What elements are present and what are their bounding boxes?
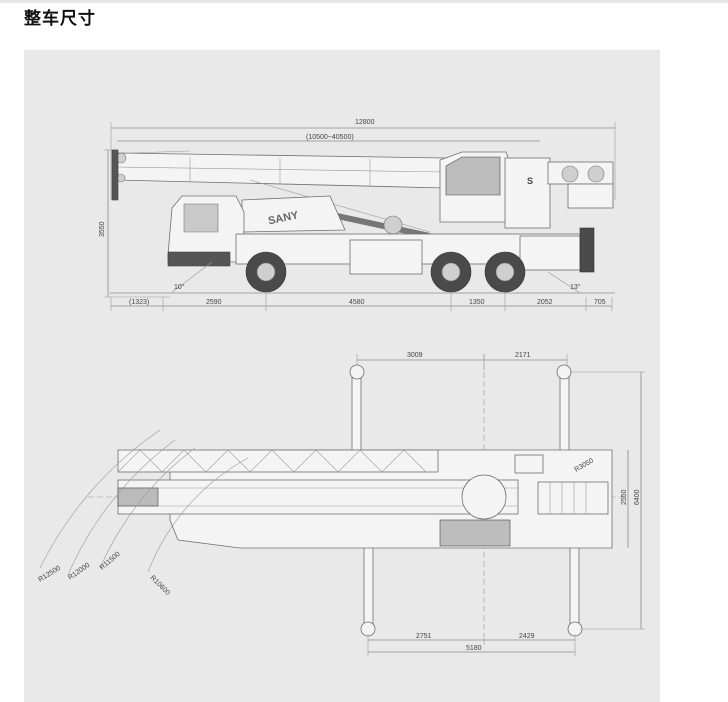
fuel-tank xyxy=(349,239,423,275)
page-title: 整车尺寸 xyxy=(24,9,96,28)
radius-arc-2 xyxy=(67,439,176,576)
outrigger-bottom-right-label: 2429 xyxy=(519,633,535,640)
outrigger-top-left-label: 3009 xyxy=(407,352,423,359)
outrigger-front-left xyxy=(349,364,365,453)
outrigger-bottom-left-label: 2751 xyxy=(416,633,432,640)
overall-length-label: 12800 xyxy=(355,119,375,126)
radius-arc-1 xyxy=(39,429,161,569)
radius-r10600-label: R10600 xyxy=(149,574,171,596)
bottom-dim-4: 1350 xyxy=(469,299,485,306)
outrigger-span-label: 5180 xyxy=(466,645,482,652)
height-label: 3550 xyxy=(99,221,106,237)
radius-r11500-label: R11500 xyxy=(99,551,122,572)
rear-angle-label: 13° xyxy=(570,283,581,291)
bottom-dim-5: 2052 xyxy=(537,299,553,306)
outrigger-top-right-label: 2171 xyxy=(515,352,531,359)
bottom-dim-6: 705 xyxy=(594,299,606,306)
cab-top xyxy=(537,481,609,515)
boom-top xyxy=(117,479,519,515)
top-view: 3009 2171 xyxy=(37,352,645,656)
rear-outrigger-box xyxy=(519,235,581,271)
spare-tire xyxy=(579,227,595,273)
wheel-rear-1 xyxy=(430,251,472,293)
boom xyxy=(117,152,446,189)
radius-r12000-label: R12000 xyxy=(67,562,91,582)
radius-arc-4 xyxy=(147,457,249,573)
width-inner-label: 2550 xyxy=(621,489,628,505)
bottom-dim-3: 4580 xyxy=(349,299,365,306)
outrigger-rear-right xyxy=(567,544,583,637)
bottom-dim-1: (1323) xyxy=(129,299,149,306)
width-outer-label: 6400 xyxy=(634,489,641,505)
wheel-rear-2 xyxy=(484,251,526,293)
hook-block xyxy=(111,149,119,201)
boom-range-label: (10500~40500) xyxy=(306,134,354,141)
side-view: 12800 (10500~40500) 3550 S xyxy=(99,119,616,311)
bottom-dim-2: 2590 xyxy=(206,299,222,306)
turntable-housing xyxy=(504,157,551,229)
outrigger-front-right xyxy=(360,544,376,637)
fuel-tank-top xyxy=(439,519,511,547)
top-divider xyxy=(0,0,728,3)
radius-r12500-label: R12500 xyxy=(37,565,62,584)
luffing-cylinder-pivot xyxy=(383,215,403,235)
wheel-front xyxy=(245,251,287,293)
front-bumper xyxy=(167,251,231,267)
svg-text:S: S xyxy=(527,176,533,186)
radius-arc-3 xyxy=(99,447,196,569)
front-angle-label: 10° xyxy=(174,283,185,291)
rear-counterweight-top xyxy=(514,454,544,474)
outrigger-rear-left xyxy=(556,364,572,453)
slewing-ring xyxy=(461,474,507,520)
jib-lattice xyxy=(117,449,439,473)
